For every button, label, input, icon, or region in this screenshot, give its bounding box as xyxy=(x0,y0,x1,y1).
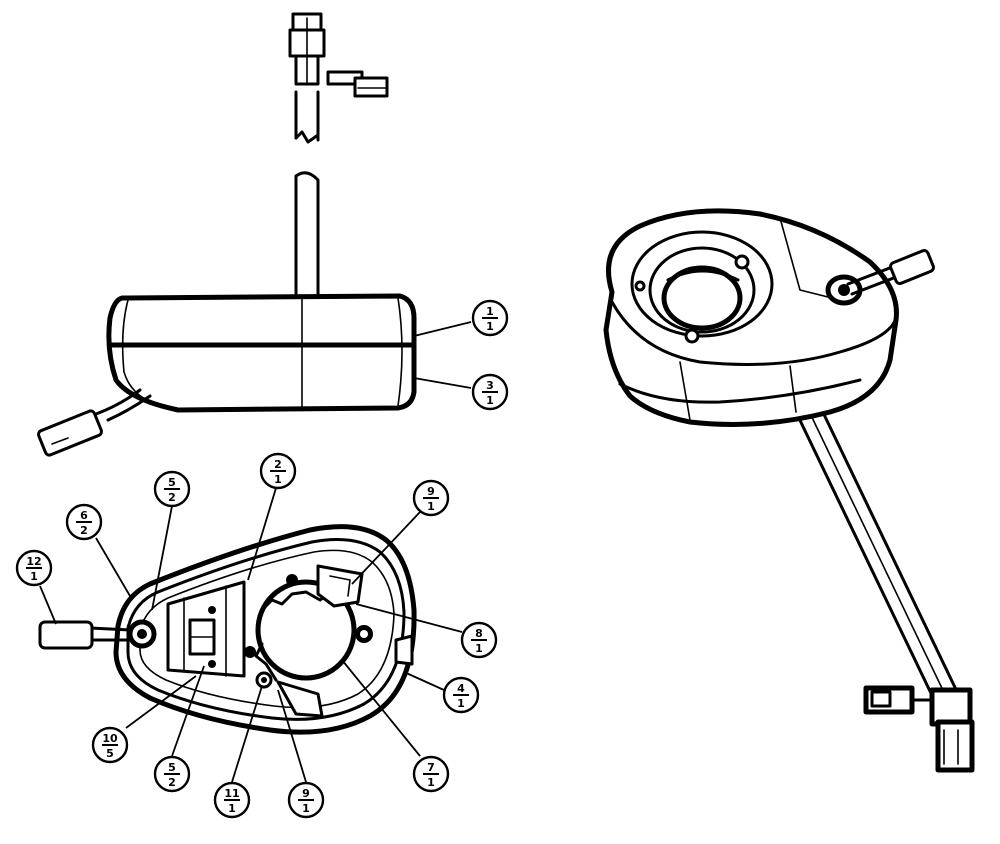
callout-quantity: 2 xyxy=(80,524,88,537)
callout-part-number: 5 xyxy=(168,761,176,774)
callout-c2: 21 xyxy=(259,452,297,490)
callout-part-number: 1 xyxy=(486,305,494,318)
callout-quantity: 1 xyxy=(486,394,494,407)
callout-quantity: 1 xyxy=(486,320,494,333)
callout-part-number: 11 xyxy=(224,787,239,800)
callout-c5b: 52 xyxy=(153,755,191,793)
callout-part-number: 8 xyxy=(475,627,483,640)
rod-upper xyxy=(294,90,320,142)
callout-quantity: 5 xyxy=(106,747,114,760)
callout-part-number: 12 xyxy=(26,555,41,568)
inside-lever xyxy=(38,620,132,650)
callout-part-number: 4 xyxy=(457,682,465,695)
callout-c7: 71 xyxy=(412,755,450,793)
top-connector xyxy=(288,12,389,98)
callout-c9a: 91 xyxy=(412,479,450,517)
callout-quantity: 1 xyxy=(475,642,483,655)
switch-block xyxy=(166,580,246,678)
inside-view xyxy=(38,524,417,735)
side-lever xyxy=(37,388,152,457)
callout-c11: 111 xyxy=(213,781,251,819)
iso-connector xyxy=(863,685,975,773)
leader-lines xyxy=(39,321,472,783)
callout-quantity: 1 xyxy=(30,570,38,583)
callout-quantity: 1 xyxy=(427,500,435,513)
callout-part-number: 9 xyxy=(427,485,435,498)
callout-c1: 11 xyxy=(471,299,509,337)
callout-part-number: 2 xyxy=(274,458,282,471)
callout-c4: 41 xyxy=(442,676,480,714)
callout-c6: 62 xyxy=(65,503,103,541)
iso-lever xyxy=(846,249,935,296)
callout-c3: 31 xyxy=(471,373,509,411)
callout-part-number: 3 xyxy=(486,379,494,392)
callout-quantity: 1 xyxy=(274,473,282,486)
callout-quantity: 2 xyxy=(168,491,176,504)
callout-part-number: 6 xyxy=(80,509,88,522)
callout-c8: 81 xyxy=(460,621,498,659)
callout-quantity: 1 xyxy=(427,776,435,789)
side-view xyxy=(37,12,417,457)
callout-quantity: 1 xyxy=(302,802,310,815)
rod-lower xyxy=(294,171,320,298)
callout-c10: 105 xyxy=(91,726,129,764)
iso-housing xyxy=(603,208,899,427)
callout-part-number: 9 xyxy=(302,787,310,800)
callout-quantity: 1 xyxy=(457,697,465,710)
center-bore xyxy=(255,579,357,681)
callout-part-number: 10 xyxy=(102,732,118,745)
callout-quantity: 1 xyxy=(228,802,236,815)
iso-rod xyxy=(794,400,964,714)
callout-c9b: 91 xyxy=(287,781,325,819)
housing-side xyxy=(106,293,417,413)
callout-quantity: 2 xyxy=(168,776,176,789)
contact-arm xyxy=(316,564,364,608)
callout-part-number: 7 xyxy=(427,761,435,774)
callout-c5a: 52 xyxy=(153,470,191,508)
callout-c12: 121 xyxy=(15,549,53,587)
iso-view xyxy=(603,208,975,773)
callout-part-number: 5 xyxy=(168,476,176,489)
